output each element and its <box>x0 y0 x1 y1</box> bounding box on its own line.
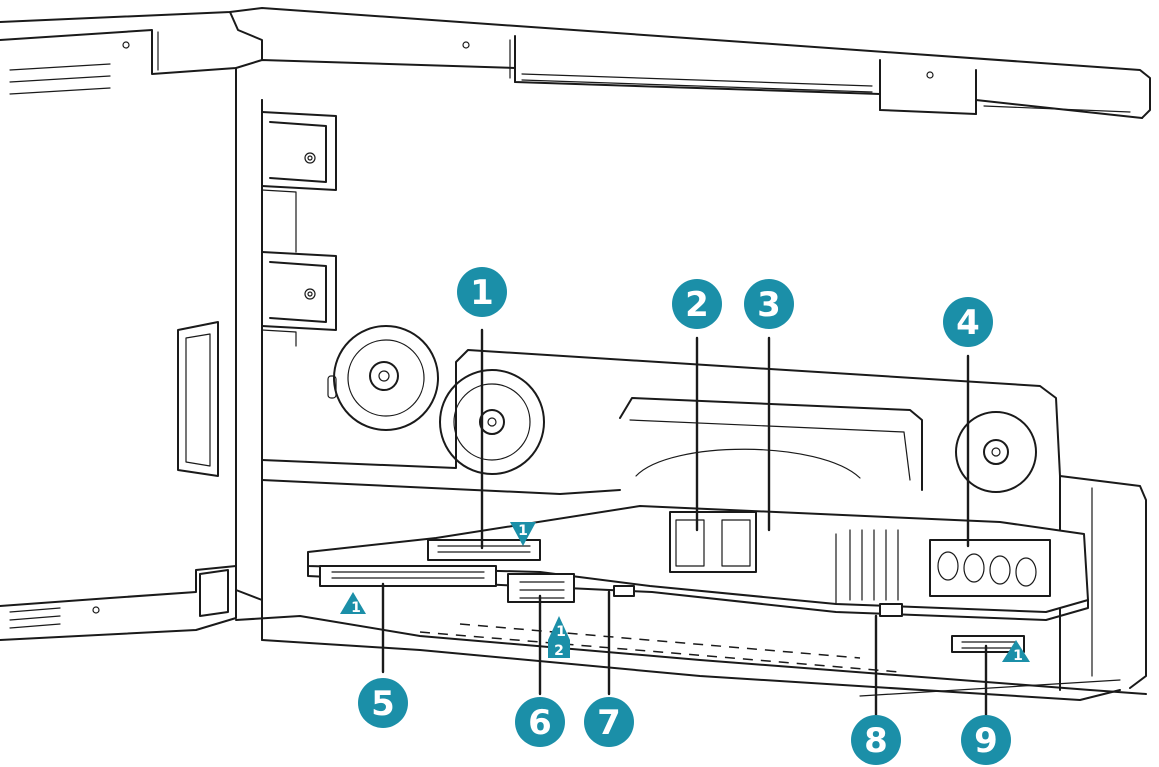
svg-text:1: 1 <box>1013 648 1023 664</box>
svg-text:1: 1 <box>556 624 566 640</box>
callout-9: 9 <box>961 715 1011 765</box>
connector-5 <box>319 565 497 587</box>
pin-markers: 1 1 1 2 1 <box>340 522 1030 664</box>
callout-4: 4 <box>943 297 993 347</box>
callout-6: 6 <box>515 697 565 747</box>
svg-text:6: 6 <box>528 703 552 743</box>
callout-8: 8 <box>851 715 901 765</box>
callout-2: 2 <box>672 279 722 329</box>
pin-marker-connector-6-pin1: 1 <box>548 616 570 640</box>
svg-text:9: 9 <box>974 721 998 761</box>
pin-marker-connector-9: 1 <box>1002 640 1030 664</box>
pin-marker-connector-1: 1 <box>510 522 536 546</box>
svg-text:1: 1 <box>351 600 361 616</box>
svg-text:8: 8 <box>864 721 888 761</box>
svg-text:1: 1 <box>470 273 494 313</box>
svg-text:2: 2 <box>685 285 709 325</box>
rear-wall-brackets <box>261 111 337 399</box>
svg-text:3: 3 <box>757 285 781 325</box>
pin-marker-connector-6-pin2: 2 <box>548 640 570 659</box>
callout-5: 5 <box>358 678 408 728</box>
svg-text:1: 1 <box>518 523 528 539</box>
connector-9 <box>951 635 1025 653</box>
callout-3: 3 <box>744 279 794 329</box>
callouts: 1 2 3 4 5 6 7 8 <box>358 267 1011 765</box>
standoffs <box>333 325 1037 493</box>
pin-marker-connector-5: 1 <box>340 592 366 616</box>
circuit-board <box>307 505 1089 653</box>
svg-text:4: 4 <box>956 303 980 343</box>
svg-text:2: 2 <box>554 643 564 659</box>
svg-text:7: 7 <box>597 703 621 743</box>
chassis-left-wall <box>0 67 263 641</box>
svg-text:5: 5 <box>371 684 395 724</box>
connector-1 <box>427 539 541 561</box>
capacitor-bank <box>937 551 1037 587</box>
leader-lines <box>381 328 988 718</box>
callout-1: 1 <box>457 267 507 317</box>
callout-7: 7 <box>584 697 634 747</box>
chassis-top-rail <box>0 7 1151 119</box>
